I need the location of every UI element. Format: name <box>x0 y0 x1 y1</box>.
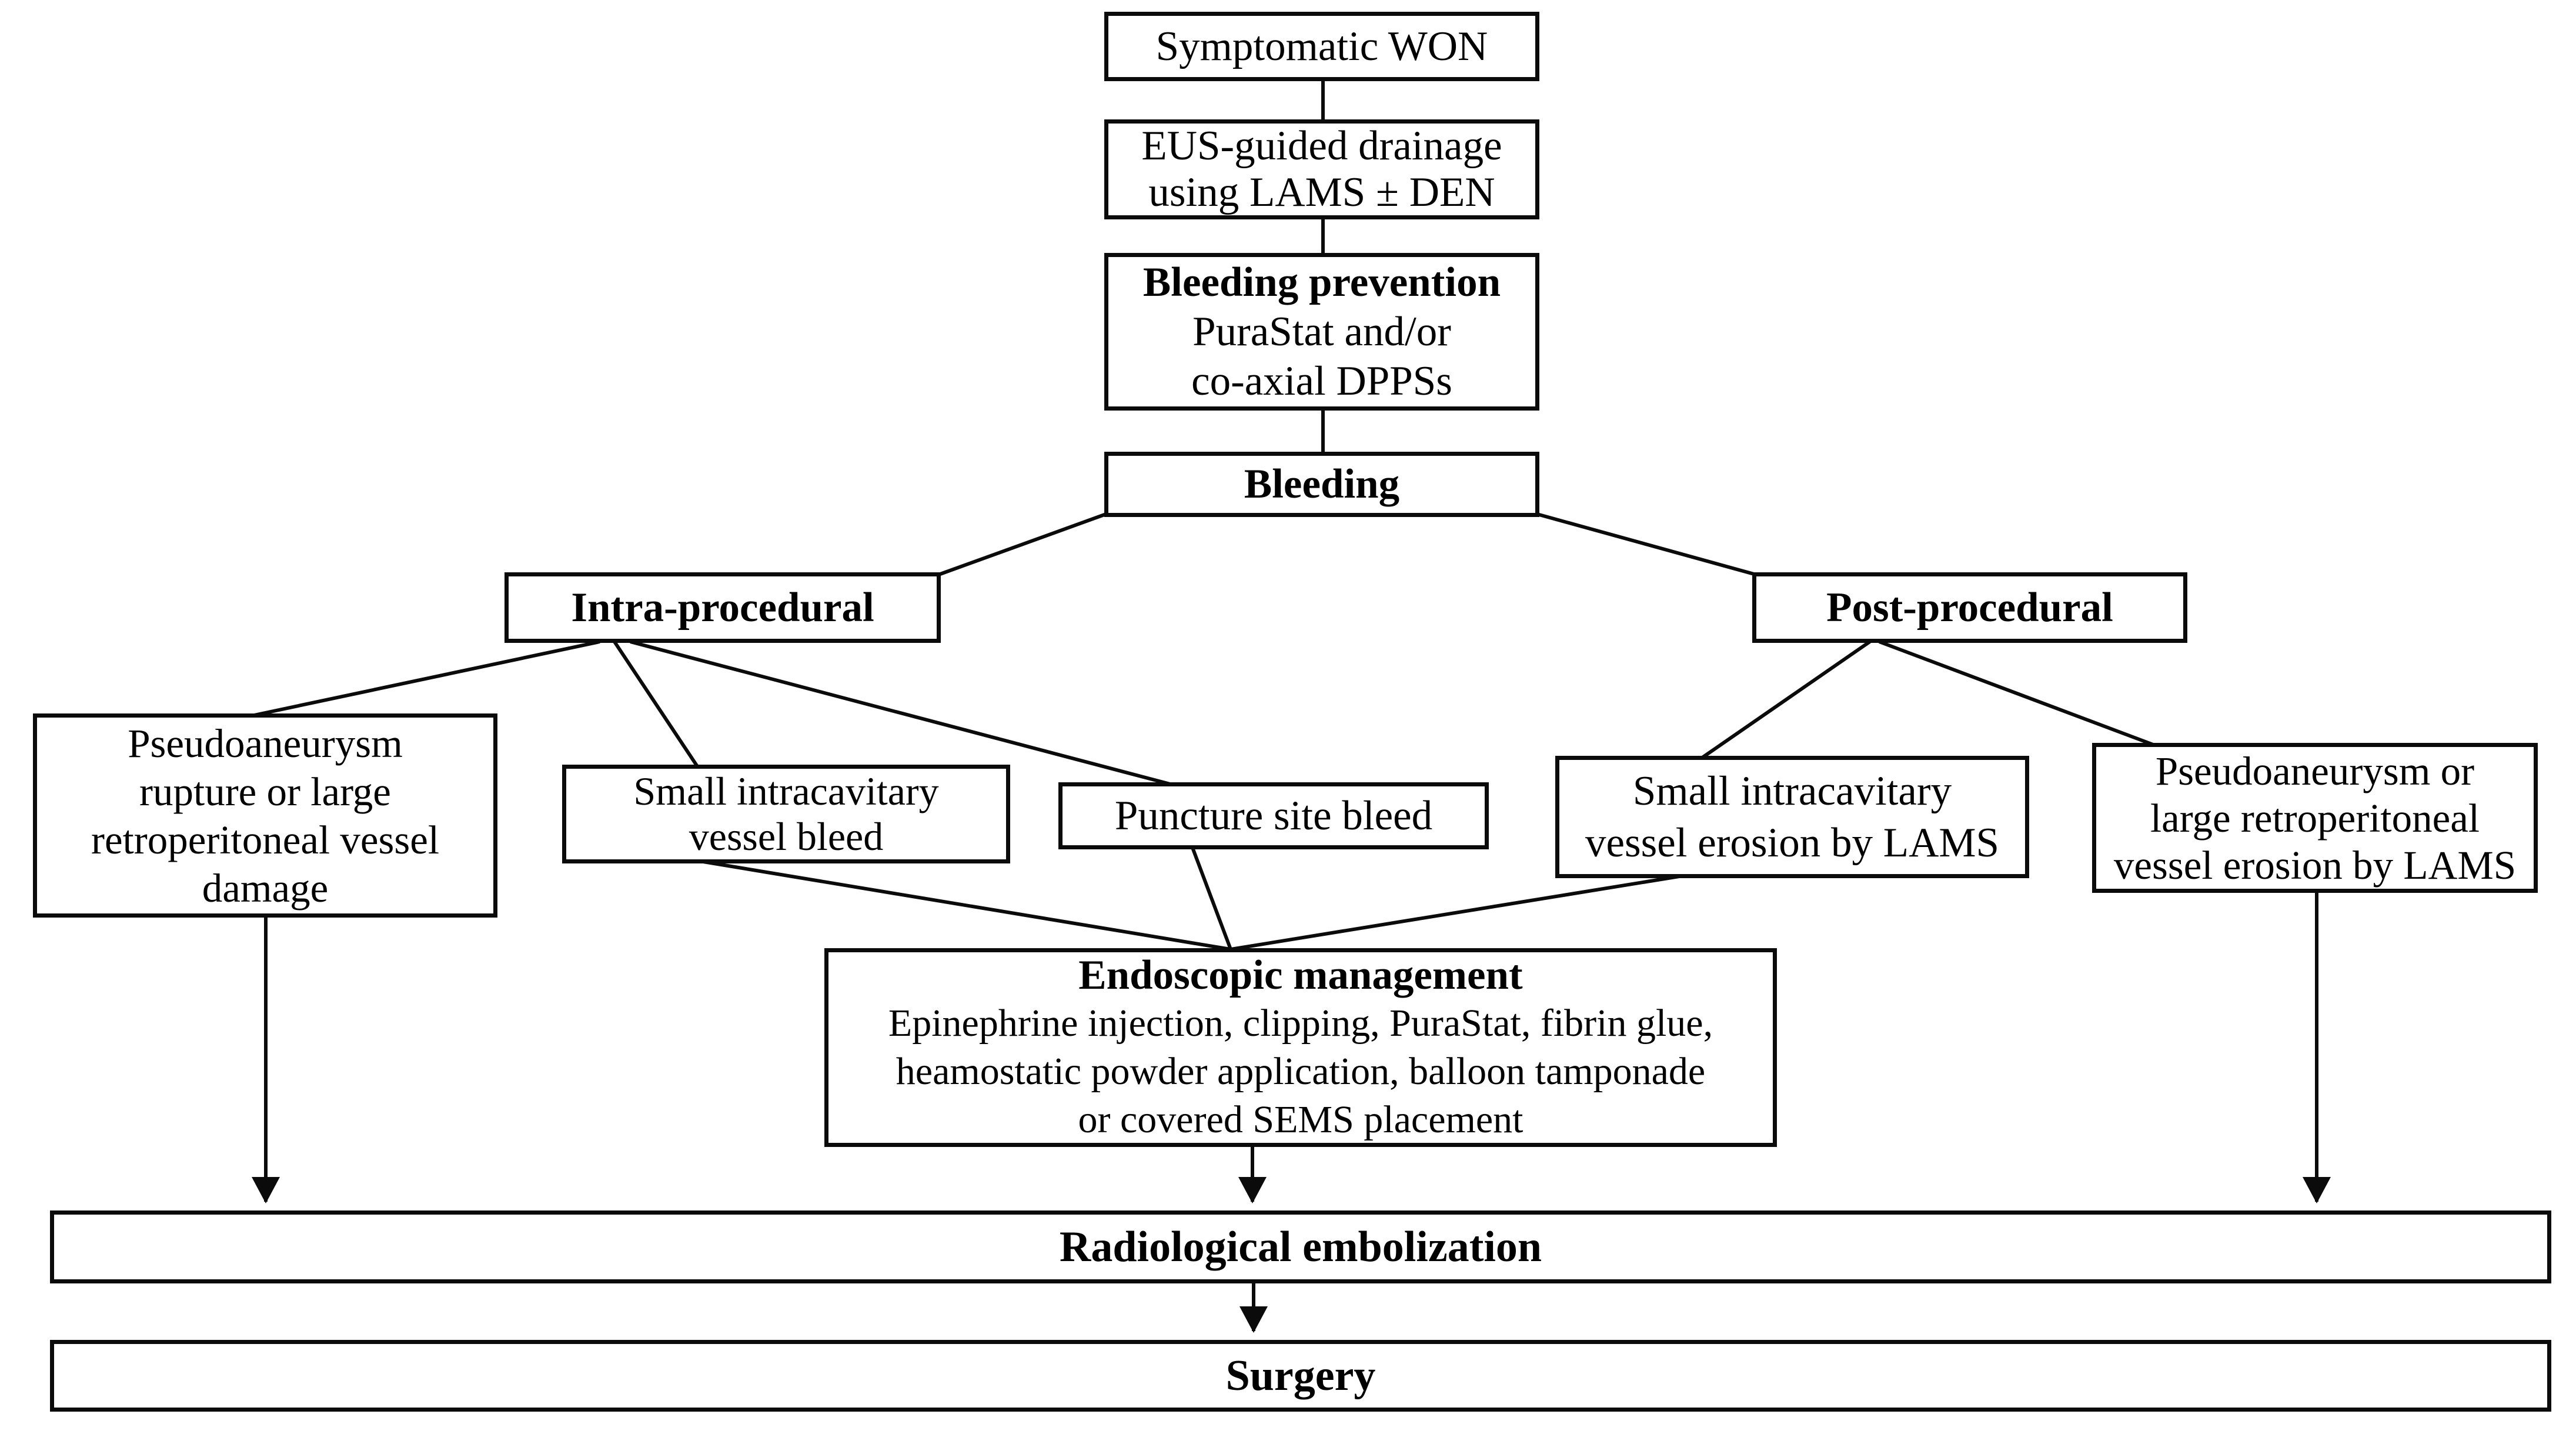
node-surgery: Surgery <box>50 1340 2551 1412</box>
node-puncture-site-bleed: Puncture site bleed <box>1058 782 1489 849</box>
node-label: Pseudoaneurysm <box>128 721 403 766</box>
connector-intra-to-small-bleed <box>613 641 699 768</box>
connector-small-bleed-to-endoscopic <box>699 859 1231 951</box>
node-label: Small intracavitary <box>633 769 939 813</box>
connector-small-erosion-to-endoscopic <box>1230 874 1683 951</box>
node-title: Surgery <box>1225 1351 1376 1400</box>
node-label: vessel erosion by LAMS <box>2113 842 2517 888</box>
node-bleeding: Bleeding <box>1104 452 1539 517</box>
connector-intra-to-left-pseudo <box>253 640 600 717</box>
node-radiological-embolization: Radiological embolization <box>50 1210 2551 1283</box>
node-post-procedural: Post-procedural <box>1752 572 2187 643</box>
node-label: vessel bleed <box>689 814 884 859</box>
node-label: Small intracavitary <box>1632 768 1952 814</box>
node-label: heamostatic powder application, balloon … <box>896 1050 1706 1093</box>
node-bleeding-prevention: Bleeding prevention PuraStat and/or co-a… <box>1104 253 1539 411</box>
node-symptomatic-won: Symptomatic WON <box>1104 12 1539 81</box>
node-pseudoaneurysm-rupture: Pseudoaneurysm rupture or large retroper… <box>33 713 497 918</box>
node-label: PuraStat and/or <box>1192 309 1451 355</box>
node-label: large retroperitoneal <box>2150 795 2480 841</box>
node-label: vessel erosion by LAMS <box>1585 820 2000 866</box>
node-label: co-axial DPPSs <box>1191 358 1452 404</box>
node-label: Pseudoaneurysm or <box>2155 748 2475 793</box>
node-label: Symptomatic WON <box>1155 23 1488 69</box>
node-label: using LAMS ± DEN <box>1148 169 1495 215</box>
node-title: Intra-procedural <box>571 584 874 631</box>
node-small-intracavitary-vessel-bleed: Small intracavitary vessel bleed <box>562 765 1010 863</box>
node-small-intracavitary-vessel-erosion: Small intracavitary vessel erosion by LA… <box>1555 756 2029 878</box>
connector-bleeding-to-intra <box>939 512 1107 576</box>
node-label: EUS-guided drainage <box>1141 123 1502 169</box>
node-intra-procedural: Intra-procedural <box>504 572 941 643</box>
node-title: Radiological embolization <box>1059 1222 1542 1271</box>
node-pseudoaneurysm-erosion-by-lams: Pseudoaneurysm or large retroperitoneal … <box>2092 743 2538 893</box>
node-title: Post-procedural <box>1826 584 2113 631</box>
node-title: Endoscopic management <box>1078 952 1523 998</box>
node-label: Puncture site bleed <box>1114 792 1433 839</box>
connector-post-to-right-pseudo <box>1878 640 2154 746</box>
node-label: damage <box>202 865 329 911</box>
node-title: Bleeding <box>1244 461 1400 507</box>
node-label: Epinephrine injection, clipping, PuraSta… <box>888 1002 1713 1045</box>
node-endoscopic-management: Endoscopic management Epinephrine inject… <box>824 948 1777 1147</box>
connector-intra-to-puncture <box>630 640 1171 786</box>
node-eus-guided-drainage: EUS-guided drainage using LAMS ± DEN <box>1104 119 1539 219</box>
connector-puncture-to-endoscopic <box>1191 846 1232 951</box>
connector-post-to-small-erosion <box>1701 640 1871 759</box>
node-label: or covered SEMS placement <box>1078 1098 1523 1141</box>
connector-bleeding-to-post <box>1536 512 1755 576</box>
node-title: Bleeding prevention <box>1142 259 1501 305</box>
node-label: retroperitoneal vessel <box>91 817 439 862</box>
node-label: rupture or large <box>139 769 391 814</box>
